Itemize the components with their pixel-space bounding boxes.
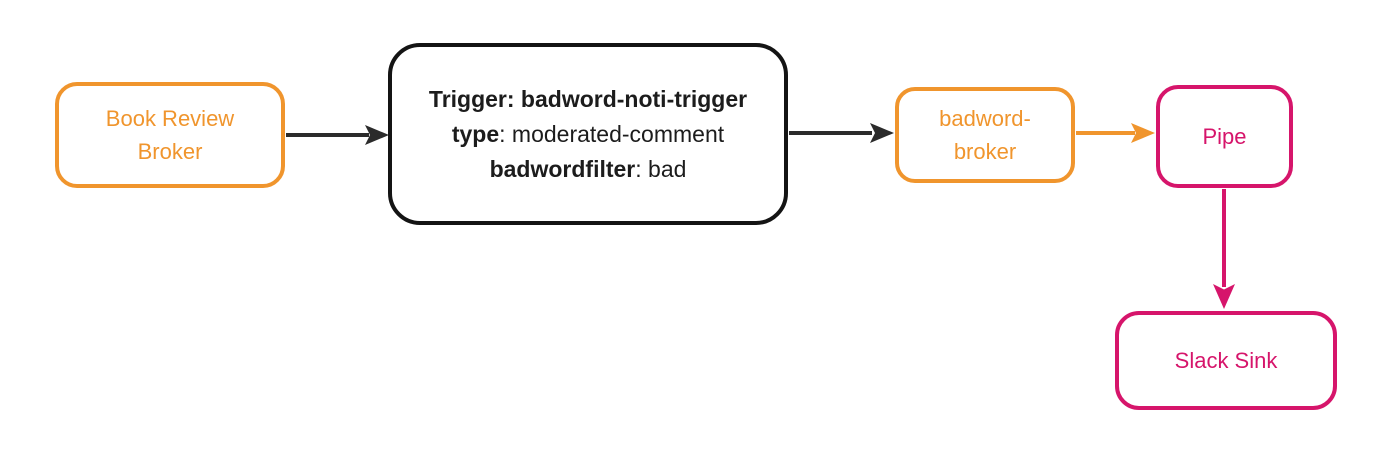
node-badword-broker: badword- broker [895,87,1075,183]
node-book-review-broker-label-line2: Broker [137,139,203,164]
edge-trigger-to-badword-broker-arrowhead-icon [870,123,894,143]
trigger-line-type: type: moderated-comment [451,120,725,147]
trigger-line-name: Trigger: badword-noti-trigger [428,85,748,112]
node-book-review-broker: Book Review Broker [55,82,285,188]
node-trigger: Trigger: badword-noti-trigger type: mode… [388,43,788,225]
node-book-review-broker-label-line1: Book Review [105,106,235,131]
edge-badword-broker-to-pipe-arrowhead-icon [1131,123,1155,143]
node-slack-sink-label: Slack Sink [1174,348,1278,373]
node-pipe: Pipe [1156,85,1293,188]
node-badword-broker-label-line2: broker [953,139,1017,164]
node-slack-sink: Slack Sink [1115,311,1337,410]
edge-broker-to-trigger-arrowhead-icon [365,125,389,145]
node-badword-broker-label-line1: badword- [939,106,1031,131]
node-pipe-label: Pipe [1202,124,1247,149]
trigger-line-filter: badwordfilter: bad [489,155,687,182]
edge-pipe-to-slack-sink-arrowhead-icon [1213,284,1235,309]
